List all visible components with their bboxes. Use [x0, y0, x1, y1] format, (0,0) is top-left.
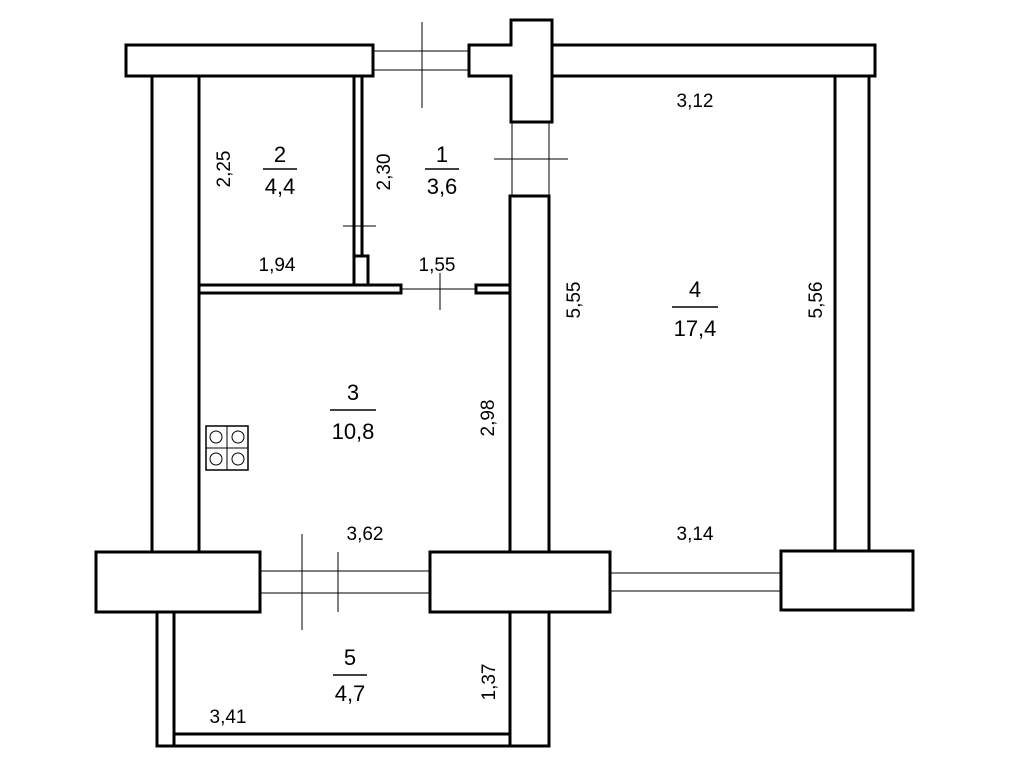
partition-2-1	[352, 74, 364, 274]
room-4-area: 17,4	[674, 316, 717, 341]
room-4-number: 4	[689, 277, 701, 302]
wall-center-vertical	[508, 194, 551, 554]
wall-balcony-center	[508, 610, 551, 748]
room-1-area: 3,6	[427, 174, 458, 199]
room-label-2: 2 4,4	[263, 142, 297, 199]
dim-room1-bottom: 1,55	[419, 255, 456, 276]
walls	[94, 18, 915, 748]
wall-balcony-bottom	[172, 732, 512, 748]
room-3-area: 10,8	[332, 419, 375, 444]
dim-room4-right: 5,56	[806, 282, 827, 319]
partition-top-room3-left	[197, 283, 403, 295]
dim-room4-left: 5,55	[564, 282, 585, 319]
room-3-number: 3	[347, 380, 359, 405]
wall-pier-bottom-right	[779, 549, 915, 612]
wall-top-left	[124, 43, 375, 78]
dim-room5-bottom: 3,41	[210, 707, 247, 728]
dimension-labels: 3,12 5,56 5,55 3,14 2,25 1,94 2,30 1,55 …	[210, 91, 827, 728]
dim-room2-bottom: 1,94	[259, 255, 296, 276]
dim-room2-left: 2,25	[214, 151, 235, 188]
wall-right-outer	[833, 74, 871, 553]
wall-left-outer	[150, 74, 201, 554]
openings	[260, 22, 782, 630]
room-5-number: 5	[344, 645, 356, 670]
room-label-4: 4 17,4	[672, 277, 718, 341]
wall-pier-center	[428, 550, 612, 614]
room-label-5: 5 4,7	[333, 645, 367, 706]
dim-room1-left: 2,30	[374, 154, 395, 191]
room-5-area: 4,7	[335, 681, 366, 706]
partition-top-room3-right	[474, 283, 512, 295]
room-label-1: 1 3,6	[425, 142, 459, 199]
dim-room4-top: 3,12	[677, 91, 714, 112]
room-label-3: 3 10,8	[330, 380, 376, 444]
room-2-area: 4,4	[265, 174, 296, 199]
room-1-number: 1	[436, 142, 448, 167]
wall-cross	[467, 18, 554, 124]
dim-room3-right: 2,98	[478, 400, 499, 437]
room-2-number: 2	[274, 142, 286, 167]
dim-room4-bottom: 3,14	[677, 524, 714, 545]
wall-balcony-left	[155, 610, 176, 748]
stove-icon	[205, 425, 249, 471]
wall-pier-bottom-left	[94, 550, 262, 614]
dim-room5-right: 1,37	[479, 664, 500, 701]
dim-room3-bottom: 3,62	[347, 524, 384, 545]
partition-stub	[352, 254, 370, 287]
